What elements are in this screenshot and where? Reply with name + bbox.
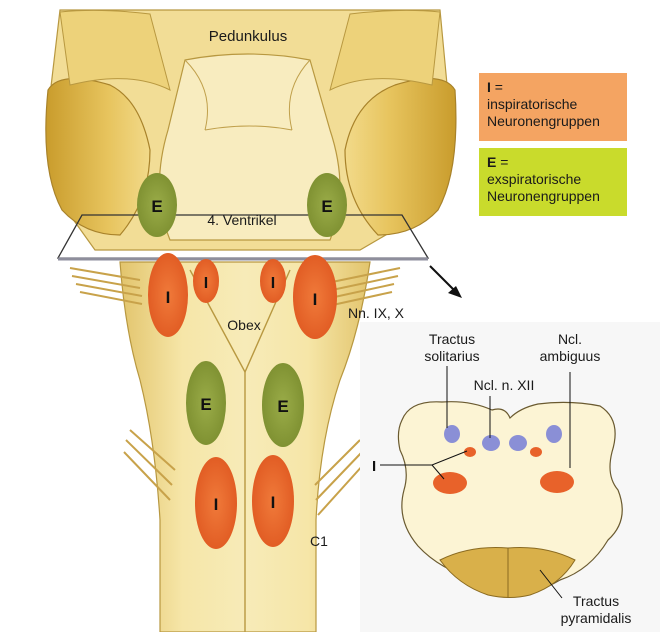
legend-expiratory: E = exspiratorische Neuronengruppen — [479, 148, 627, 216]
inspiratory-dorsal-right — [530, 447, 542, 457]
expiratory-label-lower-right: E — [277, 397, 288, 416]
expiratory-label-upper-right: E — [321, 197, 332, 216]
tractus-solitarius-label-2: solitarius — [424, 348, 479, 364]
cross-section — [360, 322, 660, 632]
legend-inspiratory: I = inspiratorische Neuronengruppen — [479, 73, 627, 141]
ventricle-label: 4. Ventrikel — [207, 212, 276, 228]
inspiratory-label-inner-right: I — [271, 275, 275, 292]
ambiguus-right — [540, 471, 574, 493]
legend-inspiratory-line1: inspiratorische — [487, 96, 619, 113]
legend-inspiratory-title: I = — [487, 79, 619, 96]
legend-inspiratory-line2: Neuronengruppen — [487, 113, 619, 130]
expiratory-label-lower-left: E — [200, 395, 211, 414]
solitary-tract-right — [546, 425, 562, 443]
ambiguus-left — [433, 472, 467, 494]
ncl-ambiguus-label-1: Ncl. — [558, 331, 582, 347]
legend-expiratory-line1: exspiratorische — [487, 171, 619, 188]
legend-inspiratory-symbol: I — [487, 79, 491, 95]
ncl-xii-label: Ncl. n. XII — [474, 377, 535, 393]
inspiratory-label-outer-left: I — [166, 288, 171, 307]
hypoglossal-left — [482, 435, 500, 451]
expiratory-label-upper-left: E — [151, 197, 162, 216]
section-arrow — [430, 266, 462, 298]
section-arrow-shaft — [430, 266, 455, 291]
section-arrow-head — [448, 286, 462, 298]
legend-expiratory-line2: Neuronengruppen — [487, 188, 619, 205]
tractus-solitarius-label-1: Tractus — [429, 331, 475, 347]
legend-inspiratory-eq: = — [495, 79, 503, 95]
legend-expiratory-title: E = — [487, 154, 619, 171]
obex-label: Obex — [227, 317, 260, 333]
inspiratory-label-lower-left: I — [214, 495, 219, 514]
legend-expiratory-symbol: E — [487, 154, 496, 170]
ncl-ambiguus-label-2: ambiguus — [540, 348, 601, 364]
legend-expiratory-eq: = — [500, 154, 508, 170]
c1-label: C1 — [310, 533, 328, 549]
inspiratory-label-inner-left: I — [204, 275, 208, 292]
inspiratory-label-lower-right: I — [271, 493, 276, 512]
pedunculus-label: Pedunkulus — [209, 28, 287, 45]
solitary-tract-left — [444, 425, 460, 443]
tractus-pyramidalis-label-1: Tractus — [573, 593, 619, 609]
inspiratory-label-outer-right: I — [313, 290, 318, 309]
tractus-pyramidalis-label-2: pyramidalis — [561, 610, 632, 626]
nerves-label: Nn. IX, X — [348, 305, 405, 321]
cross-section-i-label: I — [372, 458, 376, 475]
hypoglossal-right — [509, 435, 527, 451]
